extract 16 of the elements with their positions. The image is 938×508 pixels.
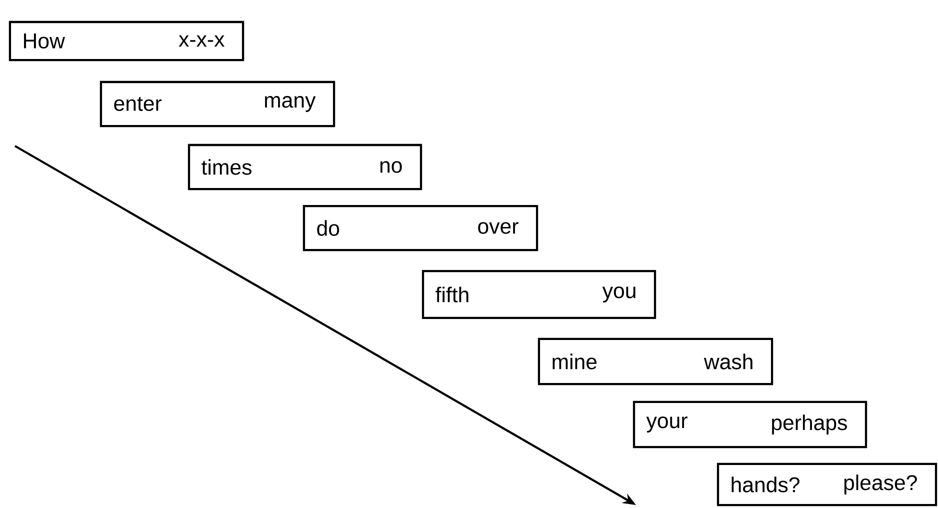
word: How <box>24 34 65 48</box>
word: no <box>380 161 402 173</box>
word: hands? <box>732 476 800 492</box>
word: x-x-x <box>178 35 224 47</box>
word: mine <box>552 354 597 370</box>
word: many <box>265 96 316 112</box>
word: wash <box>704 354 752 370</box>
word: times <box>202 159 252 175</box>
word: enter <box>114 97 162 111</box>
word: you <box>602 286 636 302</box>
word: do <box>317 220 340 236</box>
word: perhaps <box>772 414 847 434</box>
word: fifth <box>436 286 468 302</box>
word: please? <box>844 474 917 494</box>
word: your <box>646 416 688 432</box>
word: over <box>478 222 518 234</box>
